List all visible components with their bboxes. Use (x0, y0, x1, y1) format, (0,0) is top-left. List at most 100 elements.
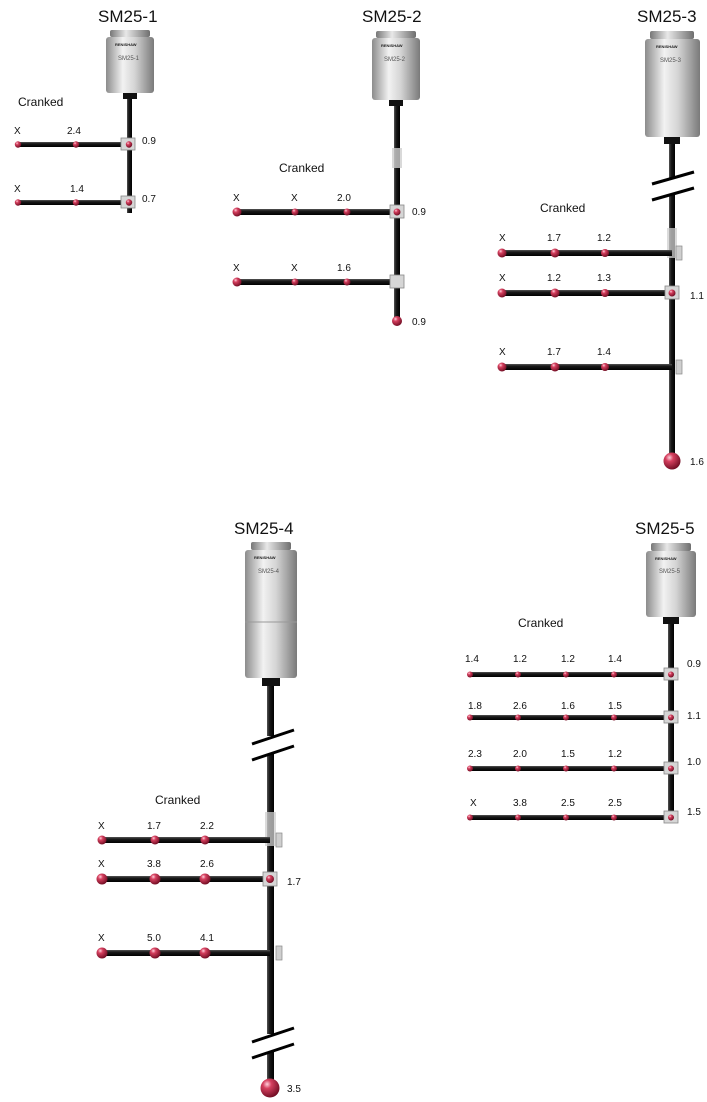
stylus-ball (663, 452, 681, 470)
shaft-break (250, 1026, 295, 1060)
tip-label: 0.9 (687, 659, 701, 670)
extension-label: X (291, 193, 298, 204)
extension-label: 1.5 (608, 701, 622, 712)
extension-label: 2.0 (513, 749, 527, 760)
module-sm25-4: SM25-4 RENISHAW SM25-4 Cranked (96, 519, 301, 1098)
extension-label: 1.4 (608, 654, 622, 665)
probe-module-body: RENISHAW SM25-4 (245, 542, 297, 686)
extension-label: 4.1 (200, 933, 214, 944)
extension-label: 1.6 (561, 701, 575, 712)
extension-label: 2.2 (200, 821, 214, 832)
stylus-ball (392, 316, 402, 326)
extension-label: 1.6 (337, 263, 351, 274)
extension-label: 2.4 (67, 126, 81, 137)
stylus-row: 2.3 2.0 1.5 1.2 1.0 (467, 749, 701, 775)
stylus-row: X 1.7 1.4 (497, 347, 683, 375)
module-title: SM25-1 (98, 7, 158, 26)
cranked-label: Cranked (540, 201, 585, 215)
extension-label: 1.7 (547, 347, 561, 358)
extension-label: 3.8 (513, 798, 527, 809)
stylus-shaft (267, 686, 274, 1096)
probe-module-body: RENISHAW SM25-1 (106, 30, 154, 99)
module-title: SM25-5 (635, 519, 695, 538)
module-title: SM25-4 (234, 519, 294, 538)
probe-module-body: RENISHAW SM25-2 (372, 31, 420, 106)
module-sm25-5: SM25-5 RENISHAW SM25-5 Cranked 1.4 1.2 1… (465, 519, 701, 824)
module-sm25-2: SM25-2 RENISHAW SM25-2 Cranked X X 2.0 0… (232, 7, 426, 328)
extension-label: 1.4 (70, 184, 84, 195)
extension-label: 1.3 (597, 273, 611, 284)
extension-label: 1.2 (547, 273, 561, 284)
stylus-shaft (669, 144, 675, 456)
tip-label: 1.5 (687, 807, 701, 818)
extension-label: X (233, 263, 240, 274)
extension-label: 1.7 (547, 233, 561, 244)
extension-label: X (98, 859, 105, 870)
extension-label: 1.2 (597, 233, 611, 244)
bottom-tip-label: 0.9 (412, 317, 426, 328)
cranked-label: Cranked (155, 793, 200, 807)
cranked-label: Cranked (518, 616, 563, 630)
stylus-row: X 2.4 0.9 (14, 126, 156, 151)
extension-label: 1.2 (561, 654, 575, 665)
module-title: SM25-2 (362, 7, 422, 26)
probe-module-body: RENISHAW SM25-5 (646, 543, 696, 624)
stylus-row: X 3.8 2.6 1.7 (96, 859, 301, 888)
stylus-row: X 1.7 2.2 (97, 821, 283, 848)
brand-label: RENISHAW (254, 555, 276, 560)
stylus-row: X 1.7 1.2 (497, 233, 683, 261)
extension-label: 2.3 (468, 749, 482, 760)
extension-label: 1.5 (561, 749, 575, 760)
extension-label: X (98, 821, 105, 832)
cranked-label: Cranked (18, 95, 63, 109)
extension-label: 3.8 (147, 859, 161, 870)
stylus-row: X 1.4 0.7 (14, 184, 156, 209)
extension-label: X (14, 126, 21, 137)
stylus-row: X 1.2 1.3 1.1 (497, 273, 704, 302)
model-label: SM25-1 (118, 56, 140, 62)
shaft-break (250, 728, 295, 762)
tip-label: 0.7 (142, 194, 156, 205)
tip-label: 1.7 (287, 877, 301, 888)
model-label: SM25-2 (384, 57, 406, 63)
extension-label: 1.8 (468, 701, 482, 712)
shaft-break (650, 170, 695, 202)
model-label: SM25-4 (258, 569, 280, 575)
tip-label: 0.9 (412, 207, 426, 218)
extension-label: 1.2 (513, 654, 527, 665)
stylus-row: X 3.8 2.5 2.5 1.5 (467, 798, 701, 824)
extension-label: 1.4 (465, 654, 479, 665)
extension-label: X (14, 184, 21, 195)
brand-label: RENISHAW (115, 42, 137, 47)
tip-label: 1.1 (690, 291, 704, 302)
bottom-tip-label: 1.6 (690, 457, 704, 468)
extension-label: 2.6 (513, 701, 527, 712)
module-sm25-1: SM25-1 RENISHAW SM25-1 Cranked X 2.4 0.9 (14, 7, 158, 213)
model-label: SM25-5 (659, 569, 681, 575)
module-title: SM25-3 (637, 7, 697, 26)
stylus-ball (260, 1078, 280, 1098)
brand-label: RENISHAW (656, 44, 678, 49)
brand-label: RENISHAW (381, 43, 403, 48)
extension-label: 5.0 (147, 933, 161, 944)
stylus-row: X X 2.0 0.9 (232, 193, 426, 219)
tip-label: 1.1 (687, 711, 701, 722)
stylus-shaft (127, 99, 132, 213)
tip-label: 0.9 (142, 136, 156, 147)
extension-label: X (499, 233, 506, 244)
module-sm25-3: SM25-3 RENISHAW SM25-3 Cranked X 1.7 1.2 (497, 7, 704, 470)
model-label: SM25-3 (660, 58, 682, 64)
tip-label: 1.0 (687, 757, 701, 768)
extension-label: X (98, 933, 105, 944)
extension-label: X (233, 193, 240, 204)
brand-label: RENISHAW (655, 556, 677, 561)
extension-label: 1.7 (147, 821, 161, 832)
extension-label: 2.5 (561, 798, 575, 809)
extension-label: 2.6 (200, 859, 214, 870)
bottom-tip-label: 3.5 (287, 1084, 301, 1095)
extension-label: X (499, 273, 506, 284)
extension-label: X (291, 263, 298, 274)
stylus-row: 1.4 1.2 1.2 1.4 0.9 (465, 654, 701, 681)
extension-label: 1.2 (608, 749, 622, 760)
